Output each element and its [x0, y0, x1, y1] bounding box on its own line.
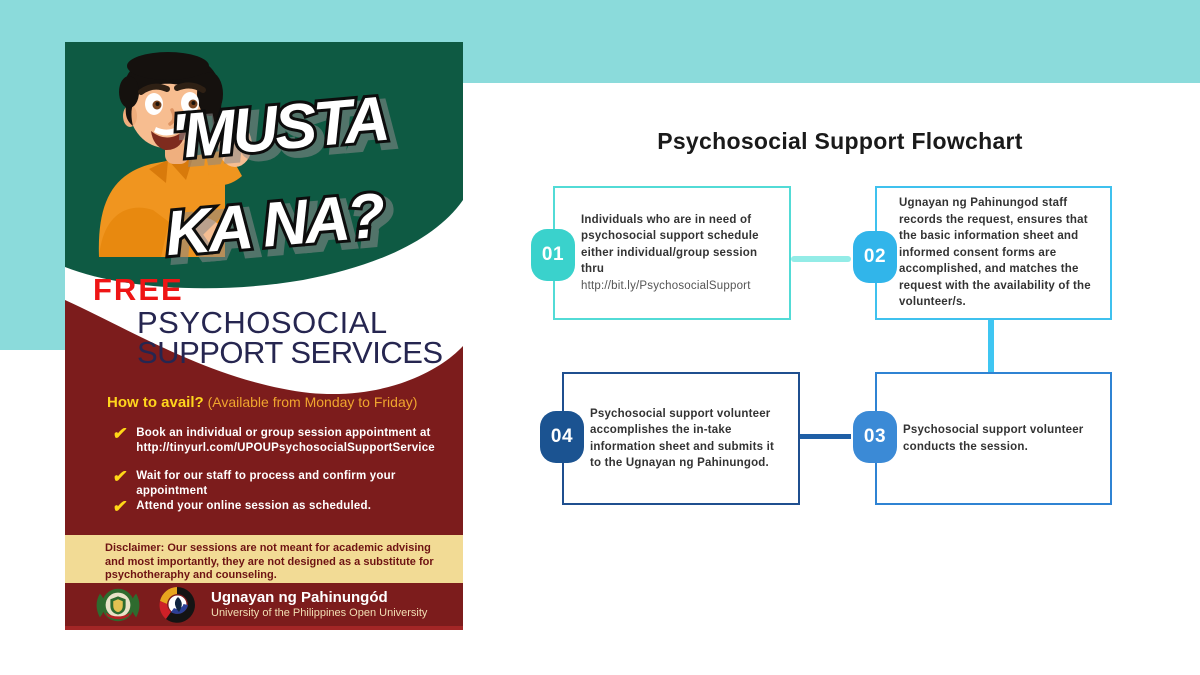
cartoon-man-illustration — [98, 52, 252, 257]
avail-step-2: ✔ Wait for our staff to process and conf… — [111, 467, 443, 499]
flowchart-step-2-text: Ugnayan ng Pahinungod staff records the … — [899, 197, 1091, 309]
pahinungod-logo — [159, 586, 195, 623]
flowchart-step-1-badge: 01 — [531, 229, 575, 281]
avail-step-1: ✔ Book an individual or group session ap… — [111, 424, 443, 456]
free-label: FREE — [93, 272, 184, 307]
flowchart-step-3-box: Psychosocial support volunteer conducts … — [875, 372, 1112, 505]
avail-step-3: ✔ Attend your online session as schedule… — [111, 497, 443, 516]
check-icon: ✔ — [111, 467, 129, 486]
footer-university-name: University of the Philippines Open Unive… — [211, 607, 428, 619]
flowchart-step-4-badge: 04 — [540, 411, 584, 463]
service-title-line-2: SUPPORT SERVICES — [137, 335, 443, 370]
disclaimer-text: Disclaimer: Our sessions are not meant f… — [105, 542, 434, 581]
flowchart-step-1-body: Individuals who are in need of psychosoc… — [581, 213, 759, 276]
how-to-avail-heading: How to avail? (Available from Monday to … — [107, 394, 417, 411]
footer-text-block: Ugnayan ng Pahinungód University of the … — [211, 590, 427, 619]
avail-step-2-text: Wait for our staff to process and confir… — [136, 470, 396, 497]
how-to-avail-label: How to avail? — [107, 394, 204, 411]
avail-step-1-text: Book an individual or group session appo… — [136, 426, 435, 456]
flowchart-step-3-text: Psychosocial support volunteer conducts … — [903, 424, 1084, 453]
check-icon: ✔ — [111, 497, 129, 516]
connector-step2-step3 — [988, 320, 994, 372]
avail-step-1-link: http://tinyurl.com/UPOUPsychosocialSuppo… — [136, 442, 435, 454]
footer-org-name: Ugnayan ng Pahinungód — [211, 589, 388, 606]
check-icon: ✔ — [111, 424, 129, 443]
flowchart-step-4-box: Psychosocial support volunteer accomplis… — [562, 372, 800, 505]
headline-line-1: 'MUSTA — [168, 84, 390, 173]
disclaimer-band: Disclaimer: Our sessions are not meant f… — [65, 535, 463, 583]
avail-step-1-line: Book an individual or group session appo… — [136, 427, 431, 439]
poster: 'MUSTA KA NA? 'MUSTA KA NA? FREE PSYCHOS… — [65, 42, 463, 630]
flowchart-step-1-link: http://bit.ly/PsychosocialSupport — [581, 279, 751, 292]
flowchart-title: Psychosocial Support Flowchart — [657, 128, 1023, 154]
connector-step1-step2 — [791, 256, 851, 262]
flowchart-step-1-text: Individuals who are in need of psychosoc… — [581, 212, 775, 295]
poster-footer: Ugnayan ng Pahinungód University of the … — [65, 583, 463, 630]
up-seal-logo — [96, 588, 140, 621]
service-title-line-1: PSYCHOSOCIAL — [137, 305, 388, 340]
availability-note: (Available from Monday to Friday) — [203, 394, 418, 410]
connector-step3-step4 — [800, 434, 851, 439]
flowchart-step-1-box: Individuals who are in need of psychosoc… — [553, 186, 791, 320]
flowchart-step-2-badge: 02 — [853, 231, 897, 283]
flowchart-step-4-text: Psychosocial support volunteer accomplis… — [590, 407, 775, 470]
avail-step-3-text: Attend your online session as scheduled. — [136, 500, 372, 512]
flowchart-step-3-badge: 03 — [853, 411, 897, 463]
poster-headline: 'MUSTA KA NA? 'MUSTA KA NA? — [160, 81, 401, 279]
flowchart-step-2-box: Ugnayan ng Pahinungod staff records the … — [875, 186, 1112, 320]
